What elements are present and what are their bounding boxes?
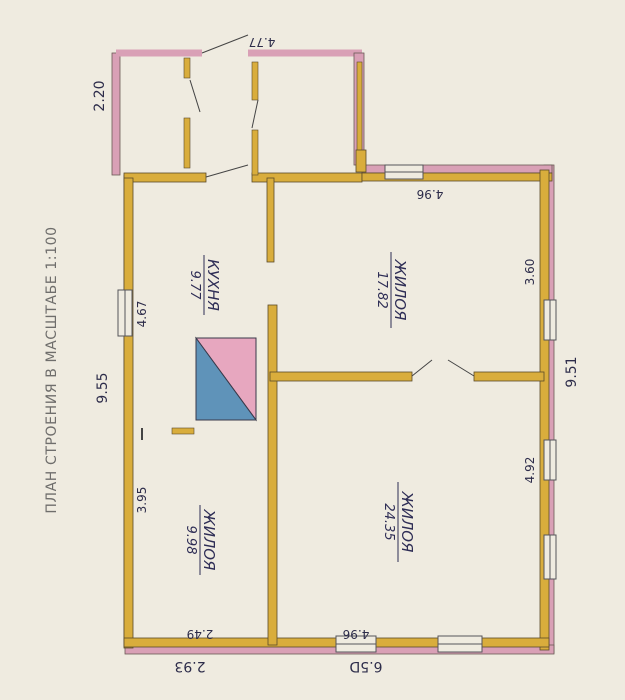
room-label: ЖИЛОЯ <box>200 509 218 571</box>
dim-bottom-left-outer: 2.93 <box>174 658 205 674</box>
room-living-bottom-left: ЖИЛОЯ 9.98 <box>183 505 218 575</box>
outer-walls <box>111 49 555 655</box>
windows <box>117 164 557 653</box>
dim-porch-side: 2.20 <box>92 80 108 111</box>
dim-inner-top: 4.96 <box>417 187 444 201</box>
room-kitchen: КУХНЯ 9.77 <box>187 255 222 315</box>
stove-icon <box>195 336 257 422</box>
room-area: 17.82 <box>374 271 389 308</box>
dim-porch-top: 4.77 <box>249 35 276 49</box>
dim-right-total: 9.51 <box>564 356 580 387</box>
dim-right-top-room: 3.60 <box>523 259 537 286</box>
dim-right-bottom-room: 4.92 <box>523 457 537 484</box>
plan-title: ПЛАН СТРОЕНИЯ В МАСШТАБЕ 1:100 <box>44 226 60 513</box>
room-area: 9.77 <box>187 271 202 301</box>
room-living-bottom-right: ЖИЛОЯ 24.35 <box>381 482 416 562</box>
dim-left-total: 9.55 <box>95 372 111 403</box>
dimension-labels: 4.77 2.20 9.55 4.67 3.95 9.51 3.60 4.92 … <box>92 35 580 674</box>
room-area: 24.35 <box>381 503 396 540</box>
room-label: ЖИЛОЯ <box>391 259 409 321</box>
room-area: 9.98 <box>183 526 198 555</box>
room-living-top-right: ЖИЛОЯ 17.82 <box>374 252 409 328</box>
interior-walls <box>141 57 545 646</box>
dim-bottom-left-inner: 2.49 <box>187 627 214 641</box>
room-label: ЖИЛОЯ <box>398 491 416 553</box>
dim-bottom-right-inner: 4.96 <box>343 627 370 641</box>
dim-kitchen-side: 4.67 <box>135 301 149 328</box>
dim-left-bottom-room: 3.95 <box>135 487 149 514</box>
dim-bottom-right-outer: 6.5D <box>349 658 382 674</box>
room-label: КУХНЯ <box>204 259 222 311</box>
door-swings <box>189 34 475 377</box>
